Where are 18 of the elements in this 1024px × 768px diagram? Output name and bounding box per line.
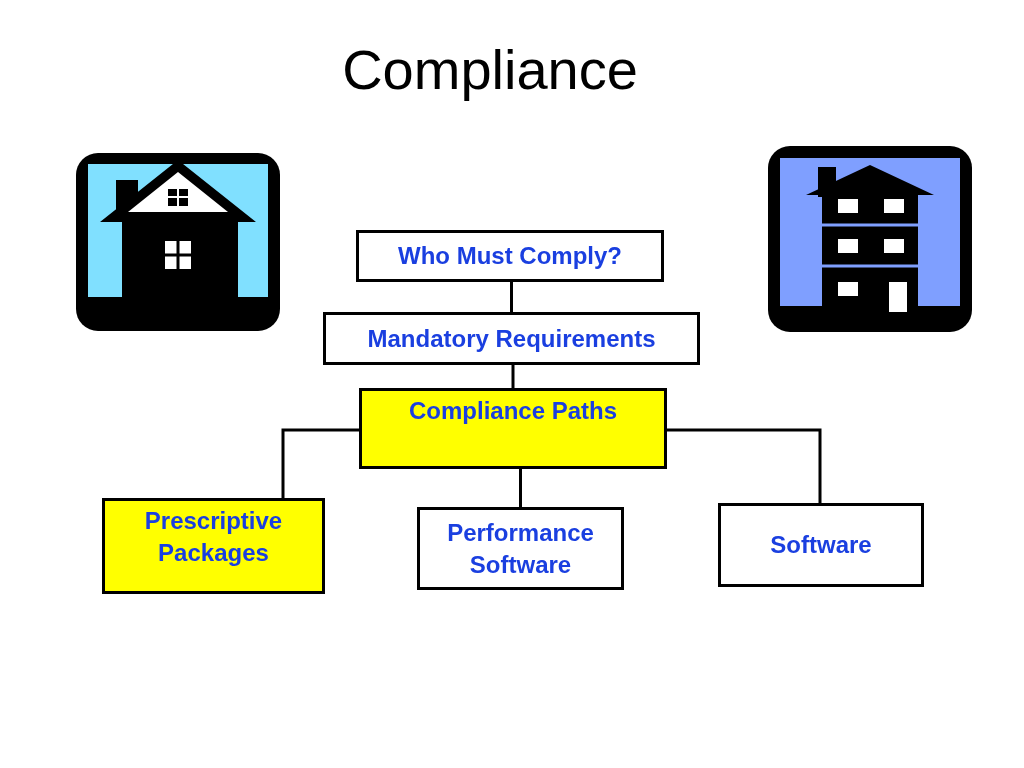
box-label: Performance Software <box>446 517 595 580</box>
box-label: Who Must Comply? <box>398 241 622 271</box>
connector-line <box>511 365 515 388</box>
box-label: Compliance Paths <box>408 396 618 426</box>
process-box <box>102 498 325 594</box>
connector-line <box>281 428 359 498</box>
box-label: Prescriptive Packages <box>143 506 284 568</box>
process-box <box>417 507 624 590</box>
connector-line <box>519 469 522 507</box>
process-box <box>323 312 700 365</box>
connector-line <box>667 428 822 503</box>
connector-line <box>510 282 513 312</box>
process-box <box>359 388 667 469</box>
process-box <box>356 230 664 282</box>
box-label: Software <box>770 530 872 560</box>
box-label: Mandatory Requirements <box>367 323 656 354</box>
process-box <box>718 503 924 587</box>
title: Compliance <box>341 37 639 103</box>
